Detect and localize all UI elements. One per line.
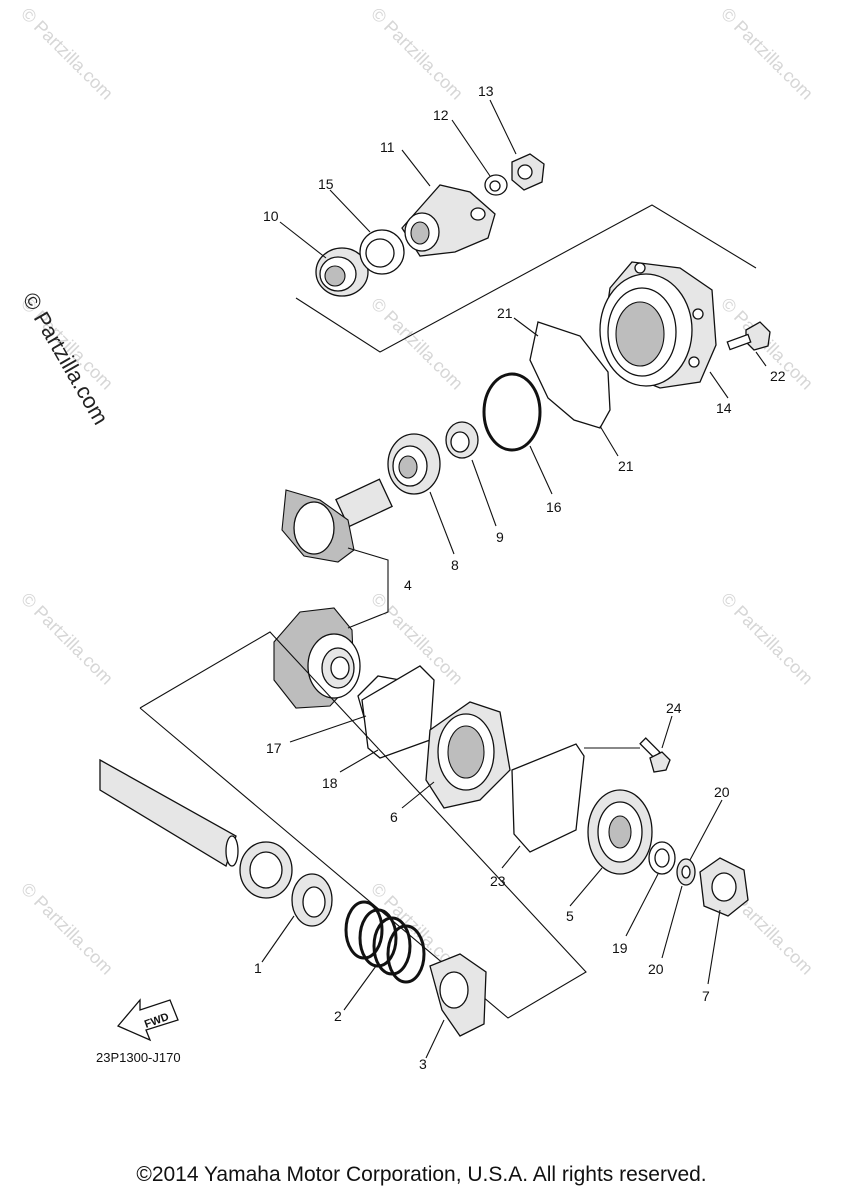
part-9-collar (445, 421, 479, 459)
callout-leader-lines (261, 99, 767, 1059)
callout-numbers: 13 12 11 15 10 21 22 14 21 16 9 8 4 24 1… (254, 83, 786, 1072)
part-7-nut (699, 857, 749, 917)
callout-4: 4 (404, 577, 412, 593)
part-19-washer (648, 841, 676, 875)
watermark: © Partzilla.com (367, 294, 467, 394)
part-20-lock-washer (676, 858, 696, 886)
callout-5: 5 (566, 908, 574, 924)
part-18-gasket (361, 665, 435, 759)
part-5-bearing (587, 789, 653, 875)
part-11-yoke (401, 184, 496, 257)
watermark: © Partzilla.com (17, 879, 117, 979)
callout-18: 18 (322, 775, 338, 791)
callout-12: 12 (433, 107, 449, 123)
callout-19: 19 (612, 940, 628, 956)
callout-13: 13 (478, 83, 494, 99)
part-10-bearing (315, 247, 369, 297)
callout-24: 24 (666, 700, 682, 716)
part-1-collar (291, 873, 333, 927)
callout-8: 8 (451, 557, 459, 573)
callout-22: 22 (770, 368, 786, 384)
fwd-arrow-icon: FWD (116, 998, 179, 1042)
copyright-notice: ©2014 Yamaha Motor Corporation, U.S.A. A… (136, 1163, 707, 1186)
diagram-code: 23P1300-J170 (96, 1050, 181, 1065)
part-3-coupling (429, 953, 487, 1037)
watermark: © Partzilla.com (717, 589, 817, 689)
callout-3: 3 (419, 1056, 427, 1072)
callout-17: 17 (266, 740, 282, 756)
callout-6: 6 (390, 809, 398, 825)
part-22-bolt (726, 321, 771, 351)
drive-shaft-bearing (239, 841, 293, 899)
callout-20-bottom: 20 (648, 961, 664, 977)
part-15-oil-seal (359, 229, 405, 275)
callout-21-top: 21 (497, 305, 513, 321)
part-12-washer (484, 174, 508, 196)
callout-7: 7 (702, 988, 710, 1004)
callout-10: 10 (263, 208, 279, 224)
callout-20-top: 20 (714, 784, 730, 800)
part-14-housing (599, 261, 717, 389)
watermark: © Partzilla.com (367, 4, 467, 104)
callout-16: 16 (546, 499, 562, 515)
callout-14: 14 (716, 400, 732, 416)
part-24-bolt (639, 737, 671, 773)
callout-9: 9 (496, 529, 504, 545)
part-16-o-ring (482, 372, 542, 452)
callout-1: 1 (254, 960, 262, 976)
watermark: © Partzilla.com (717, 4, 817, 104)
part-4-ring-gear (273, 607, 361, 709)
callout-11: 11 (380, 139, 395, 155)
drive-shaft (99, 758, 239, 867)
watermark: © Partzilla.com (17, 4, 117, 104)
watermark: © Partzilla.com (17, 589, 117, 689)
part-21-gasket (529, 321, 611, 429)
part-23-gasket (511, 743, 585, 853)
part-13-nut (511, 153, 545, 191)
part-4-drive-pinion-gear (281, 478, 393, 563)
part-6-bearing-housing (425, 701, 511, 809)
part-4-bracket (347, 547, 389, 629)
part-2-spring (344, 900, 426, 984)
side-watermark: © Partzilla.com (18, 288, 114, 429)
callout-15: 15 (318, 176, 334, 192)
lower-assembly-bracket (139, 631, 587, 1019)
upper-assembly-bracket (295, 204, 757, 353)
part-8-bearing (387, 433, 441, 495)
callout-21-bottom: 21 (618, 458, 634, 474)
callout-2: 2 (334, 1008, 342, 1024)
callout-23: 23 (490, 873, 506, 889)
